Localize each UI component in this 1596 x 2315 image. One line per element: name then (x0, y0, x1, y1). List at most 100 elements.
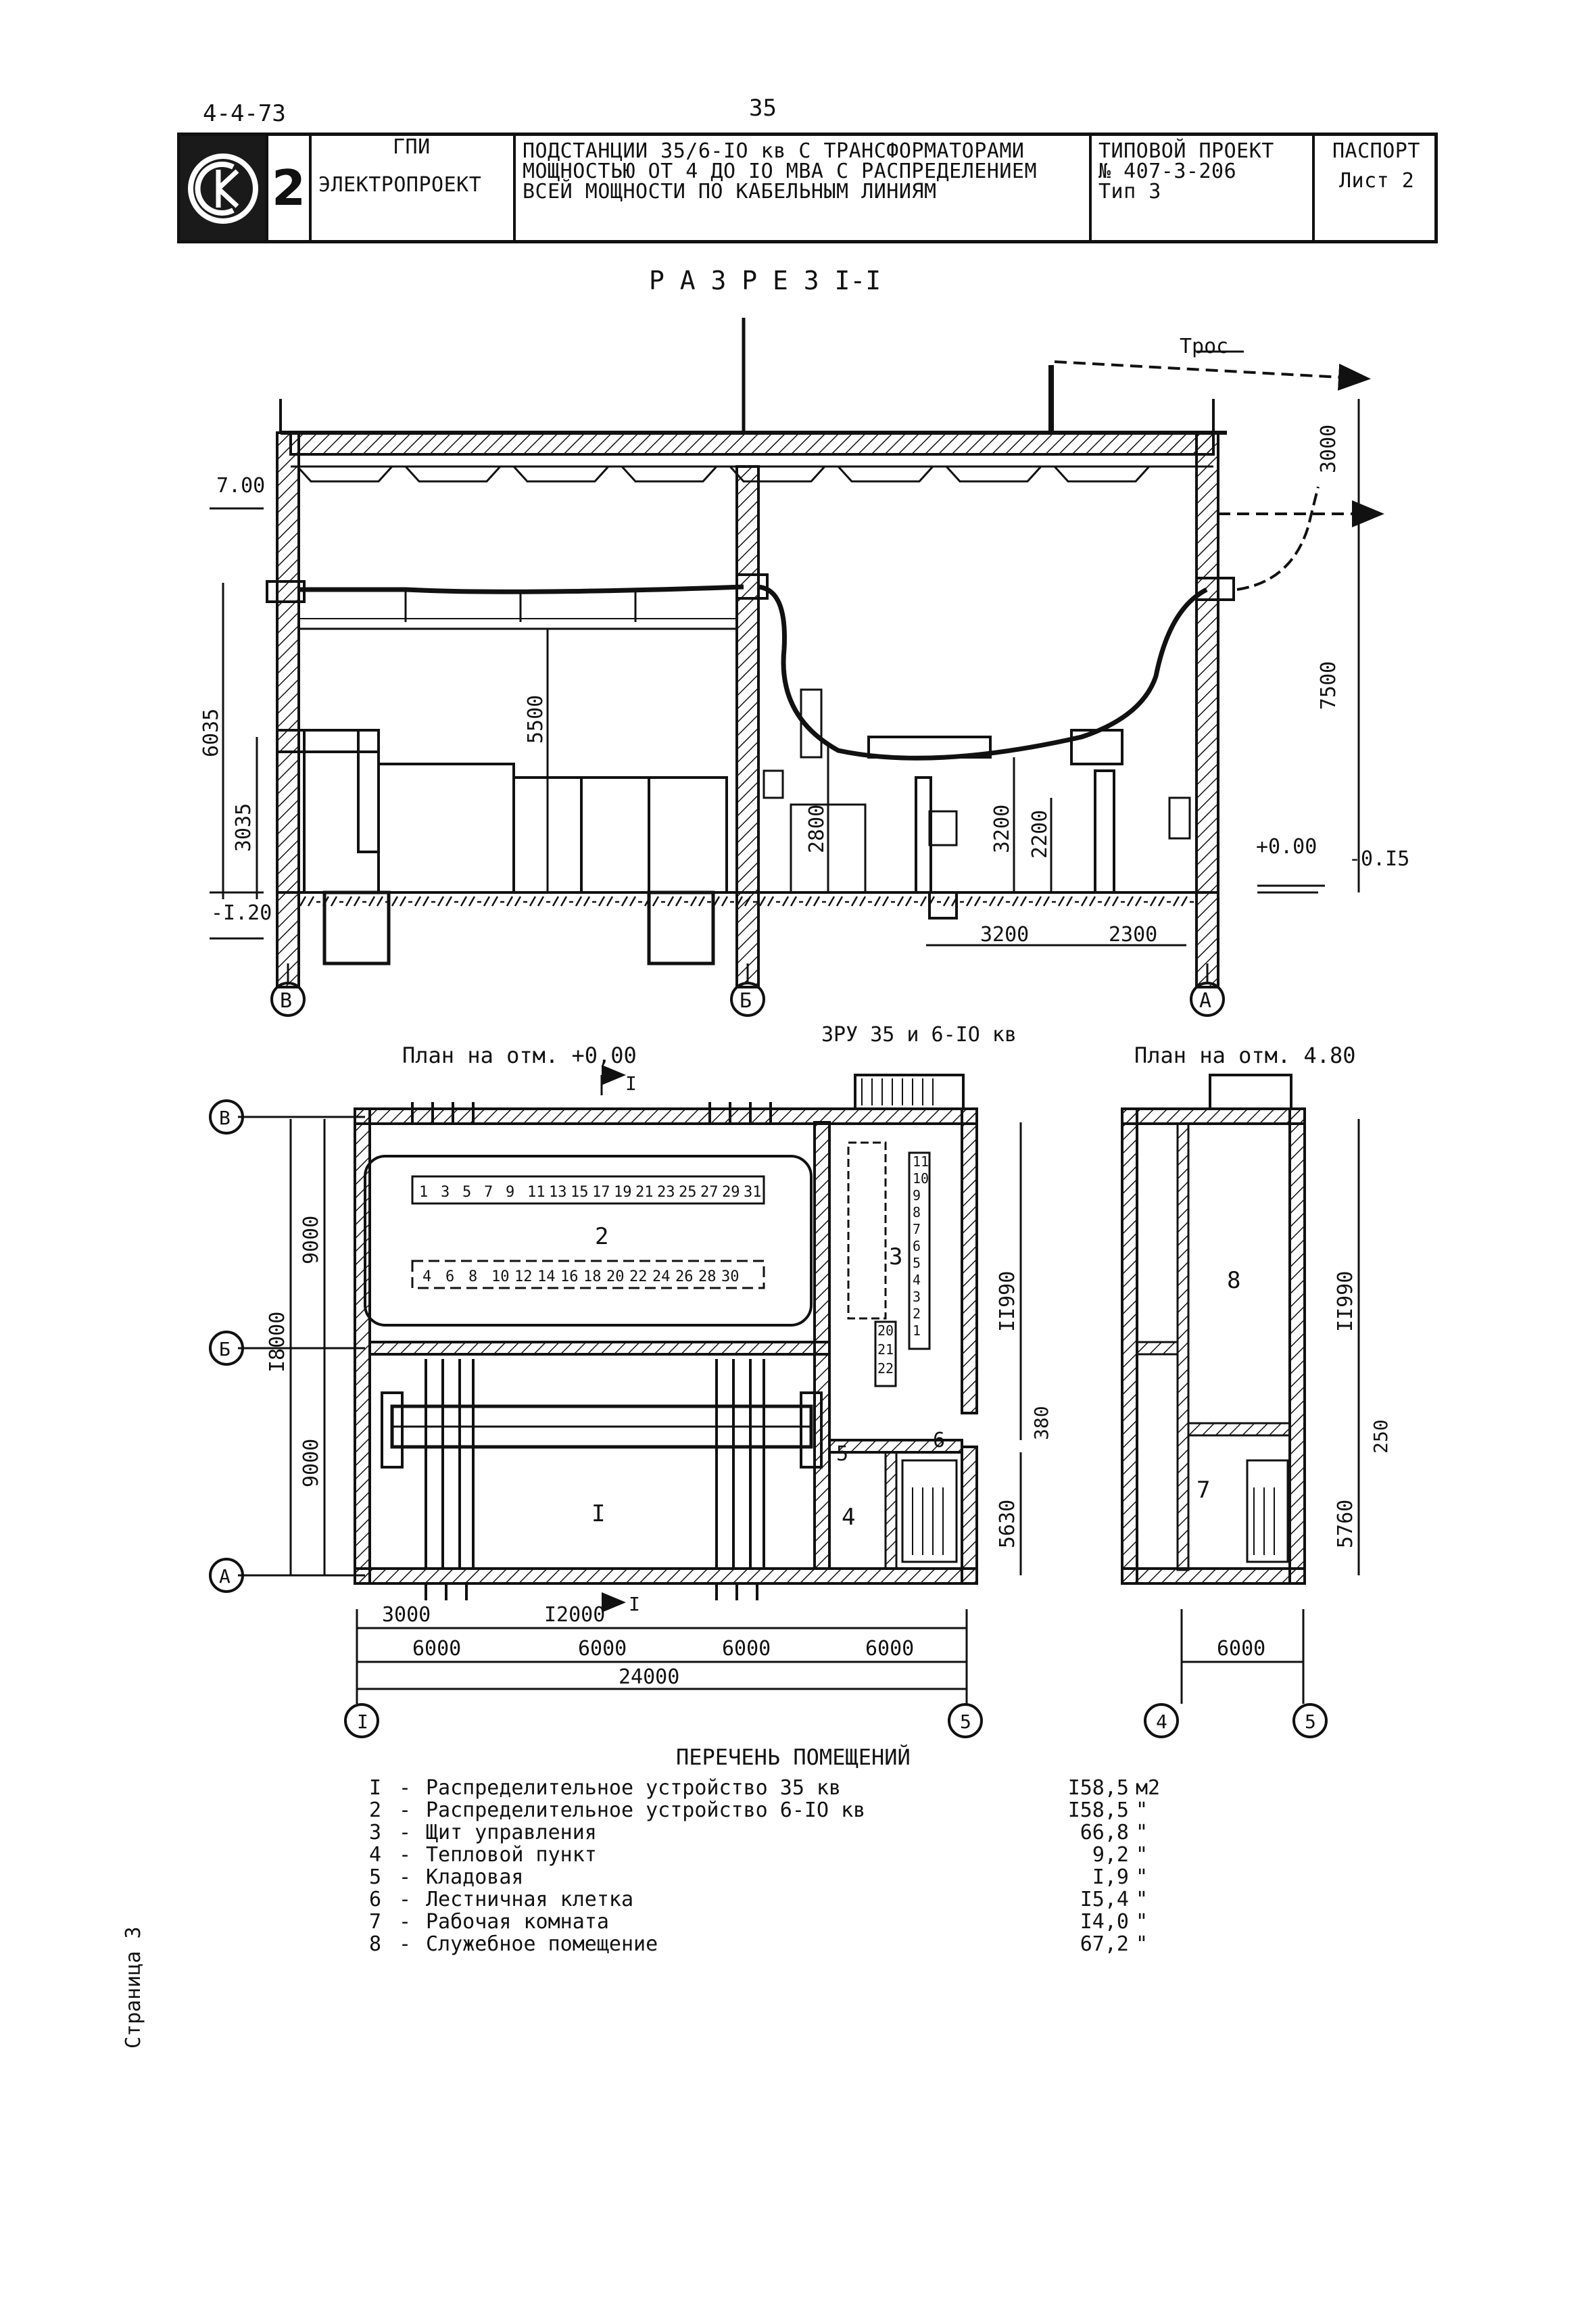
plan2-labels: 8 7 II990 250 5760 6000 4 5 (1156, 1267, 1392, 1733)
cell-number: 14 (537, 1268, 556, 1285)
cell-number: 4 (422, 1268, 431, 1285)
cell-number: 5 (462, 1184, 471, 1201)
dim-12000: I2000 (544, 1603, 605, 1627)
cell-number: 18 (583, 1268, 602, 1285)
room-label-6: 6 (933, 1429, 945, 1452)
panel-number: 22 (877, 1360, 894, 1377)
org-line-1: ГПИ (393, 135, 431, 159)
panel-number: 11 (913, 1153, 929, 1170)
organization: ГПИ ЭЛЕКТРОПРОЕКТ (312, 136, 516, 240)
panel-number: 4 (913, 1272, 921, 1288)
cell-number: 28 (698, 1268, 717, 1285)
cell-number: 10 (491, 1268, 510, 1285)
cell-number: 24 (652, 1268, 671, 1285)
room-num: 3 (368, 1821, 382, 1844)
subject-line-2: МОЩНОСТЬЮ ОТ 4 ДО IO МВА С РАСПРЕДЕЛЕНИЕ… (523, 160, 1038, 183)
section-building (210, 318, 1384, 1017)
room-dash: - (399, 1843, 412, 1867)
room-area: 9,2 (1092, 1843, 1129, 1867)
panel-number: 1 (913, 1322, 921, 1339)
room-dash: - (399, 1821, 412, 1844)
room-num: 5 (368, 1865, 382, 1889)
room-name: Кладовая (426, 1865, 524, 1889)
room-area: I,9 (1092, 1865, 1129, 1889)
room-num: I (368, 1776, 382, 1800)
room-dash: - (399, 1888, 412, 1911)
doc-code: 4-4-73 (203, 100, 286, 127)
panel-number: 8 (913, 1204, 921, 1220)
dim-11990-plan2: II990 (1334, 1271, 1357, 1332)
cell-number: 7 (484, 1184, 493, 1201)
dim-2300: 2300 (1109, 923, 1157, 947)
dim-380: 380 (1030, 1406, 1053, 1440)
cell-number: 6 (445, 1268, 454, 1285)
room-unit: " (1136, 1821, 1148, 1844)
room-name: Служебное помещение (426, 1932, 658, 1956)
dim-11990-plan1: II990 (996, 1271, 1019, 1332)
logo (180, 136, 268, 240)
dim-6000-b: 6000 (578, 1637, 627, 1661)
room-label-4: 4 (842, 1504, 855, 1531)
room-name: Щит управления (426, 1821, 597, 1844)
dim-3200-horizontal: 3200 (980, 923, 1029, 947)
level-7-00: 7.00 (216, 474, 265, 498)
room-name: Распределительное устройство 6-IO кв (426, 1798, 866, 1822)
plan1-title: План на отм. +0,00 (402, 1043, 637, 1068)
axis-4-plan2: 4 (1156, 1711, 1167, 1733)
title-block: 2 ГПИ ЭЛЕКТРОПРОЕКТ ПОДСТАНЦИИ 35/6-IO к… (177, 133, 1438, 243)
room-area: I58,5 (1067, 1776, 1129, 1800)
dim-6000-d: 6000 (865, 1637, 914, 1661)
room-unit: " (1136, 1865, 1148, 1889)
panel-number: 7 (913, 1221, 921, 1237)
dim-5500: 5500 (524, 695, 548, 744)
dim-3200-vertical: 3200 (990, 805, 1014, 853)
cell-number: 1 (419, 1184, 428, 1201)
project: ТИПОВОЙ ПРОЕКТ № 407-3-206 Тип 3 (1092, 136, 1315, 240)
room-name: Тепловой пункт (426, 1843, 597, 1867)
panel-number: 6 (913, 1238, 921, 1254)
dim-5760: 5760 (1334, 1500, 1357, 1548)
panel-number: 3 (913, 1289, 921, 1305)
room-label-3: 3 (889, 1243, 902, 1270)
room-unit: м2 (1136, 1776, 1161, 1800)
room-num: 2 (368, 1798, 382, 1822)
sheet-line-1: ПАСПОРТ (1332, 139, 1420, 163)
page-number: 35 (749, 95, 777, 122)
cell-number: 21 (635, 1184, 654, 1201)
cell-number: 19 (614, 1184, 632, 1201)
logo-number: 2 (268, 136, 312, 240)
dim-9000-top: 9000 (299, 1216, 323, 1264)
plan1-building (209, 1065, 1022, 1738)
dim-6000-a: 6000 (412, 1637, 461, 1661)
axis-v-section: В (280, 989, 292, 1013)
room-label-8: 8 (1227, 1267, 1240, 1294)
dim-5630: 5630 (996, 1500, 1019, 1548)
level-minus-1-20: -I.20 (211, 901, 272, 925)
cell-number: 27 (700, 1184, 719, 1201)
room-num: 8 (368, 1932, 382, 1956)
section-labels: Трос 7.00 +0.00 -0.I5 -I.20 3000 7500 60… (199, 335, 1409, 1013)
plan2-building (1121, 1074, 1360, 1738)
dim-2200: 2200 (1028, 810, 1052, 859)
room-dash: - (399, 1910, 412, 1934)
cell-number: 15 (571, 1184, 589, 1201)
cell-number: 3 (441, 1184, 450, 1201)
plan2-title: План на отм. 4.80 (1134, 1043, 1356, 1068)
dim-250: 250 (1370, 1419, 1392, 1454)
axis-1-plan1: I (357, 1711, 368, 1733)
room-label-7: 7 (1196, 1477, 1210, 1504)
dim-6035: 6035 (199, 709, 223, 757)
panel-number: 2 (913, 1306, 921, 1322)
room-num: 6 (368, 1888, 382, 1911)
room-area: 67,2 (1080, 1932, 1129, 1956)
cell-number: 20 (606, 1268, 625, 1285)
